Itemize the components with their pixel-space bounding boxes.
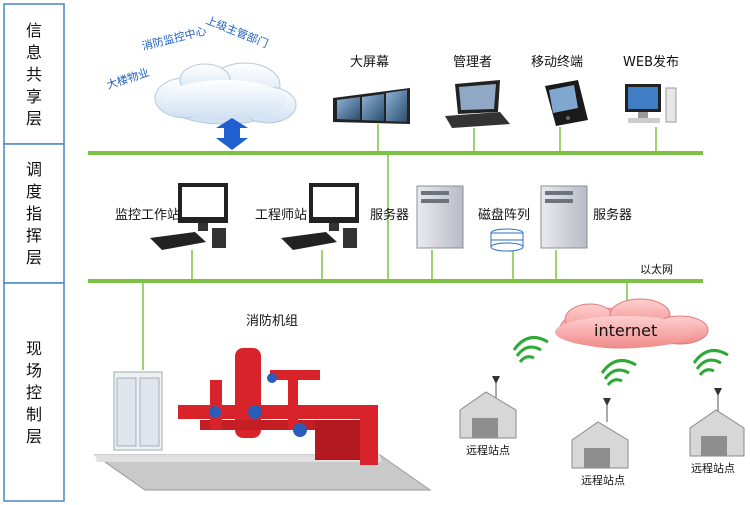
cloud-label-fire-center: 消防监控中心 [140, 23, 207, 53]
layer-column: 信息共享层 调度指挥层 现场控制层 [3, 3, 65, 502]
info-bus-line [88, 151, 703, 155]
cloud-arrow-icon [216, 118, 248, 150]
server-icon-2 [540, 185, 588, 249]
label-internet: internet [594, 321, 657, 340]
layer-box-info [3, 3, 65, 145]
wifi-icon [512, 336, 549, 363]
label-big-screen: 大屏幕 [350, 55, 389, 70]
remote-station-1: 远程站点 [459, 336, 549, 457]
big-screen-icon [333, 88, 410, 124]
disk-array-icon [490, 228, 524, 252]
label-disk-array: 磁盘阵列 [478, 207, 530, 223]
internet-cloud: internet [555, 298, 709, 349]
layer-box-field [3, 282, 65, 502]
remote-station-3: 远程站点 [689, 349, 745, 475]
layer-label-info: 信息共享层 [26, 21, 42, 128]
web-computer-icon [625, 84, 677, 123]
label-remote-station-3: 远程站点 [691, 461, 735, 475]
server-icon-1 [416, 185, 464, 249]
ethernet-bus-line [88, 279, 703, 283]
engineer-station-icon [281, 183, 359, 250]
label-engineer-station: 工程师站 [255, 208, 307, 223]
layer-box-dispatch [3, 143, 65, 284]
cloud: 大楼物业 消防监控中心 上级主管部门 [105, 13, 297, 150]
wifi-icon [692, 349, 729, 376]
monitor-station-icon [150, 183, 228, 250]
fire-pump-unit-icon [93, 348, 432, 491]
label-remote-station-2: 远程站点 [581, 473, 625, 487]
label-server-1: 服务器 [370, 207, 409, 223]
label-remote-station-1: 远程站点 [466, 443, 510, 457]
label-ethernet: 以太网 [640, 263, 673, 276]
layer-field-text-chars: 现场控制层 [26, 339, 42, 446]
layer-dispatch-text-chars: 调度指挥层 [26, 160, 42, 267]
wifi-icon [600, 359, 637, 386]
laptop-icon [445, 80, 510, 128]
label-pump-unit: 消防机组 [246, 313, 298, 329]
cloud-label-property: 大楼物业 [105, 65, 151, 92]
layer-label-field: 现场控制层 [26, 339, 42, 446]
mobile-terminal-icon [545, 80, 588, 126]
layer-label-dispatch: 调度指挥层 [26, 160, 42, 267]
label-manager: 管理者 [453, 55, 492, 70]
layer-info-text-chars: 信息共享层 [26, 21, 42, 128]
label-web: WEB发布 [623, 54, 679, 70]
label-mobile: 移动终端 [531, 54, 583, 70]
cloud-label-authority: 上级主管部门 [204, 13, 270, 51]
label-monitor-station: 监控工作站 [115, 208, 180, 223]
remote-station-2: 远程站点 [571, 359, 637, 487]
label-server-2: 服务器 [593, 207, 632, 223]
upper-connectors [142, 124, 657, 370]
